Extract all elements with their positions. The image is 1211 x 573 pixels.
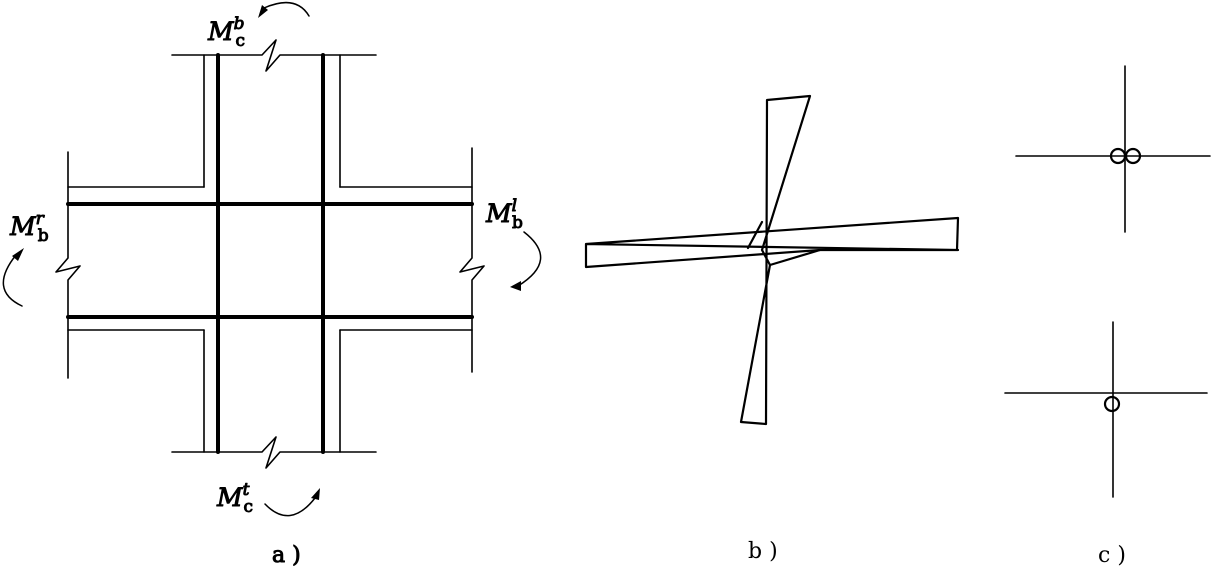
moment-arrow-top: [258, 1, 310, 18]
moment-arrows: [2, 1, 542, 517]
caption-b: b ): [748, 539, 778, 564]
column-outlines: [203, 54, 341, 453]
beam-moment-diagram: [584, 216, 960, 269]
joint-segment-1: [746, 220, 764, 250]
hinge-circle-upper-2: [1124, 147, 1142, 165]
break-lines: [55, 39, 485, 469]
beam-rebar: [66, 202, 474, 319]
moment-arrow-right: [510, 231, 542, 291]
break-line-bottom: [171, 436, 377, 469]
panel-b-moment-diagram: b ): [584, 94, 960, 564]
caption-c: c ): [1098, 543, 1126, 568]
hinge-circle-lower: [1103, 395, 1121, 413]
moment-arrow-bottom: [264, 488, 320, 517]
caption-a: a ): [272, 543, 301, 568]
panel-c-hinges: c ): [1004, 65, 1211, 568]
moment-arrow-left: [2, 248, 24, 307]
break-line-left: [55, 151, 81, 379]
break-line-top: [171, 39, 377, 72]
column-rebar: [216, 53, 325, 454]
break-line-right: [459, 147, 485, 373]
beam-outlines: [67, 186, 473, 331]
column-moment-diagram: [739, 94, 812, 426]
joint-segment-2: [768, 248, 822, 267]
